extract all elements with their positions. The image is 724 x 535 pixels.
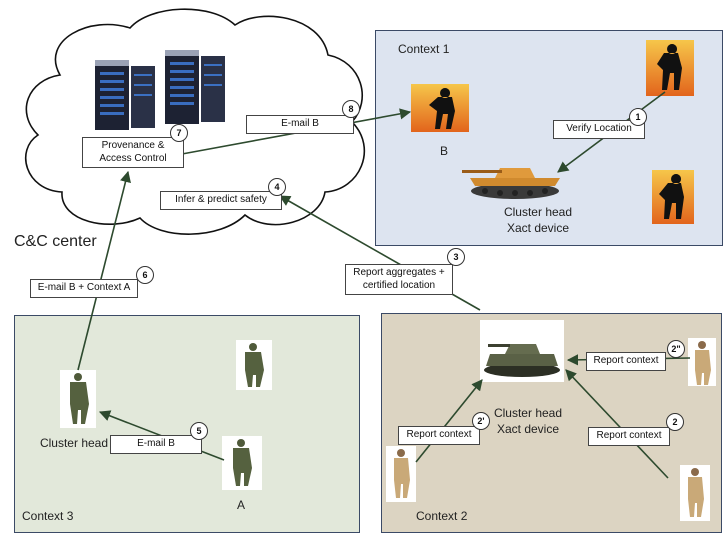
soldier-photo-icon (236, 340, 272, 390)
soldier-icon (646, 40, 694, 96)
step-badge-5: 5 (190, 422, 208, 440)
message-email-b-context-a: E-mail B + Context A (30, 279, 138, 298)
soldier-photo-icon (680, 465, 710, 521)
message-report-aggregates: Report aggregates + certified location (345, 264, 453, 295)
arrow-email-b-context-a (77, 170, 131, 371)
message-infer-predict-safety: Infer & predict safety (160, 191, 282, 210)
cluster-head-2-label: Cluster head Xact device (478, 406, 578, 437)
soldier-a-icon (222, 436, 262, 490)
cluster-head-1-line1: Cluster head (503, 205, 573, 219)
cluster-head-3-icon (60, 370, 96, 428)
cluster-head-3-label: Cluster head (39, 436, 109, 450)
node-a-label: A (236, 498, 245, 512)
message-verify-location: Verify Location (553, 120, 645, 139)
node-b-label: B (439, 144, 448, 158)
step-badge-2: 2 (666, 413, 684, 431)
cluster-head-2-line1: Cluster head (493, 406, 563, 420)
server-rack-icon (95, 50, 225, 130)
message-report-context-2b: Report context (586, 352, 666, 371)
context-2-title: Context 2 (416, 509, 468, 523)
tank-icon (462, 168, 560, 199)
arrow-report-context-2a (415, 379, 483, 463)
context-1-title: Context 1 (398, 42, 450, 56)
soldier-photo-icon (386, 446, 416, 502)
tank-photo-icon (480, 320, 564, 382)
context-3-title: Context 3 (22, 509, 74, 523)
message-report-aggregates-line2: certified location (362, 279, 436, 291)
soldier-photo-icon (688, 338, 716, 386)
message-report-aggregates-line1: Report aggregates + (353, 267, 445, 278)
soldier-icon (652, 170, 694, 224)
cluster-head-1-label: Cluster head Xact device (488, 205, 588, 236)
step-badge-1: 1 (629, 108, 647, 126)
message-provenance-line1: Provenance & (101, 140, 165, 151)
step-badge-2b: 2" (667, 340, 685, 358)
cluster-head-1-line2: Xact device (506, 220, 570, 235)
step-badge-7: 7 (170, 124, 188, 142)
message-email-b-8: E-mail B (246, 115, 354, 134)
step-badge-3: 3 (447, 248, 465, 266)
message-provenance-access-control: Provenance & Access Control (82, 137, 184, 168)
cluster-head-2-line2: Xact device (496, 421, 560, 436)
message-report-context-2a: Report context (398, 426, 480, 445)
soldier-b-icon (411, 84, 469, 132)
message-report-context-2: Report context (588, 427, 670, 446)
cc-center-label: C&C center (14, 233, 97, 250)
step-badge-2a: 2' (472, 412, 490, 430)
step-badge-6: 6 (136, 266, 154, 284)
arrow-report-context-2 (565, 369, 669, 479)
message-provenance-line2: Access Control (99, 152, 167, 164)
step-badge-8: 8 (342, 100, 360, 118)
step-badge-4: 4 (268, 178, 286, 196)
message-email-b-5: E-mail B (110, 435, 202, 454)
